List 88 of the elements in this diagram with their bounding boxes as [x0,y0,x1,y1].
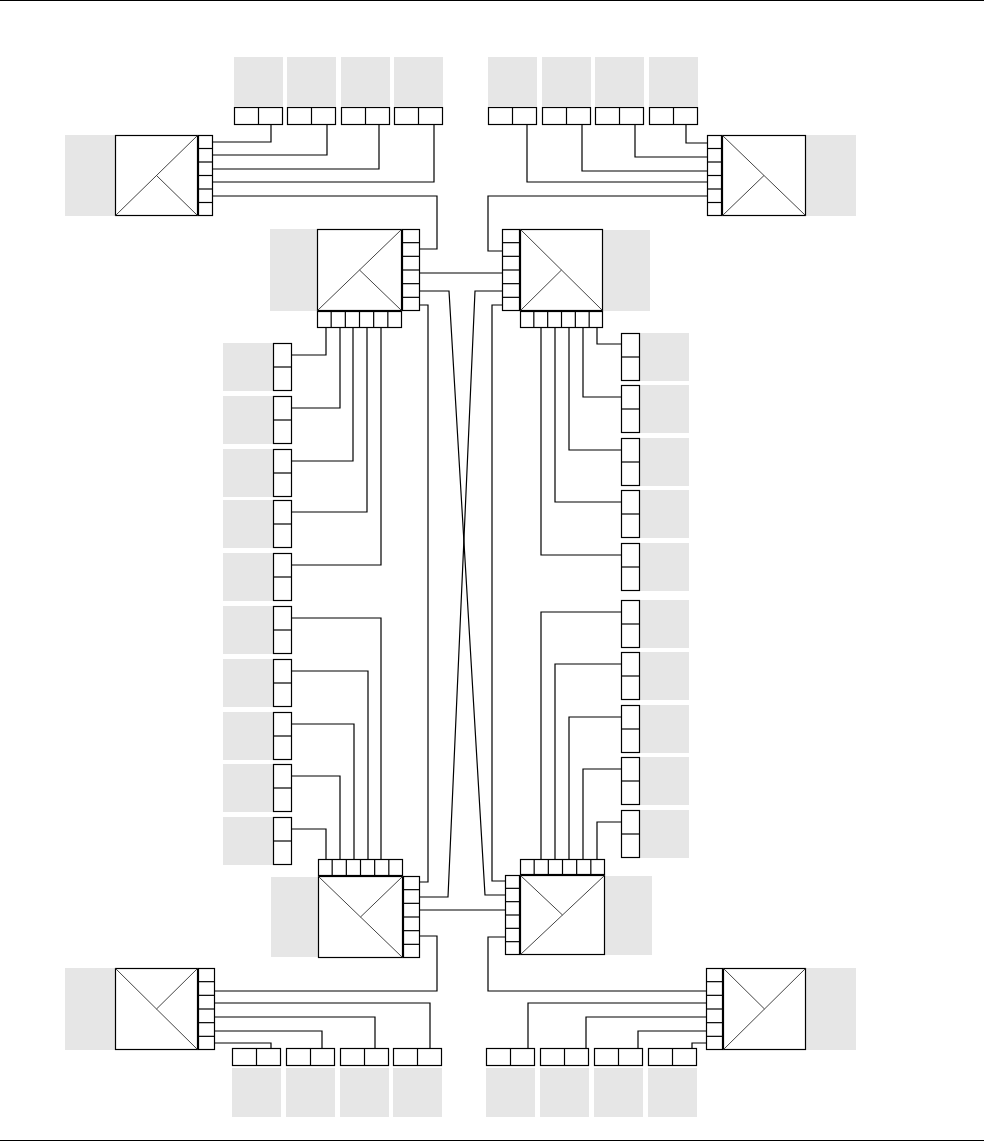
switch-drawing [707,135,856,216]
device-drawing [621,333,689,381]
connector-line [419,272,503,274]
switch-drawing [270,229,420,328]
switch-drawing [271,859,420,958]
device-drawing [223,396,292,444]
device-drawing [595,57,644,125]
connector-line [291,775,341,860]
device-drawing [621,757,689,805]
device-drawing [621,652,689,700]
connector-line [291,327,341,409]
connector-line [212,124,435,183]
device-drawing [648,1048,697,1117]
connector-line [581,124,708,172]
connector-line [291,828,327,860]
device-drawing [621,543,689,591]
device-drawing [649,57,698,125]
connector-line [291,723,355,860]
device-drawing [340,1048,389,1117]
device-drawing [223,712,292,760]
device-drawing [621,705,689,753]
connector-line [582,768,622,860]
connector-line [212,124,328,156]
connector-line [291,327,368,513]
connector-line [419,909,506,911]
switch-drawing [706,968,856,1050]
device-drawing [621,438,689,486]
connector-line [214,1002,431,1049]
connector-line [291,617,382,860]
device-drawing [223,764,292,812]
device-drawing [621,385,689,433]
connector-line [214,1042,272,1049]
connector-line [291,327,327,356]
connector-line [526,124,708,183]
connector-line [214,1016,376,1049]
device-drawing [542,57,591,125]
connector-line [212,124,380,170]
connector-line [214,1030,323,1049]
device-drawing [341,57,390,125]
device-drawing [223,500,292,548]
connector-line [527,1002,707,1049]
connector-line [554,327,622,503]
connector-line [491,304,506,882]
connector-line [568,327,622,451]
connector-line [637,1030,707,1049]
device-drawing [223,553,292,601]
device-drawing [223,606,292,654]
connector-line [214,935,438,992]
switch-drawing [65,135,213,216]
device-drawing [223,449,292,497]
device-drawing [540,1048,589,1117]
connector-line [634,124,708,158]
device-drawing [223,817,292,865]
connector-line [596,327,622,345]
connector-line [487,195,708,252]
device-drawing [394,57,443,125]
device-drawing [287,57,336,125]
switch-drawing [65,968,215,1050]
connector-line [212,195,438,250]
connector-line [291,327,382,566]
device-drawing [621,490,689,538]
device-drawing [223,659,292,707]
connector-line [685,124,708,144]
device-drawing [223,343,292,391]
connector-line [568,716,622,860]
device-drawing [488,57,537,125]
device-drawing [286,1048,335,1117]
connector-line [291,327,354,462]
connector-line [540,611,622,860]
connector-line [582,327,622,398]
device-drawing [232,1048,281,1117]
device-drawing [621,600,689,648]
device-drawing [486,1048,535,1117]
connector-line [540,327,622,556]
switch-drawing [502,229,650,328]
connector-line [554,663,622,860]
connector-line [487,936,707,992]
connector-line [585,1016,707,1049]
device-drawing [393,1048,442,1117]
device-drawing [621,810,689,858]
connector-line [291,670,369,860]
switch-drawing [505,859,652,955]
connector-line [419,304,429,883]
device-drawing [234,57,283,125]
device-drawing [594,1048,643,1117]
connector-line [691,1042,707,1049]
connector-line [212,124,272,143]
connector-line [596,821,622,860]
